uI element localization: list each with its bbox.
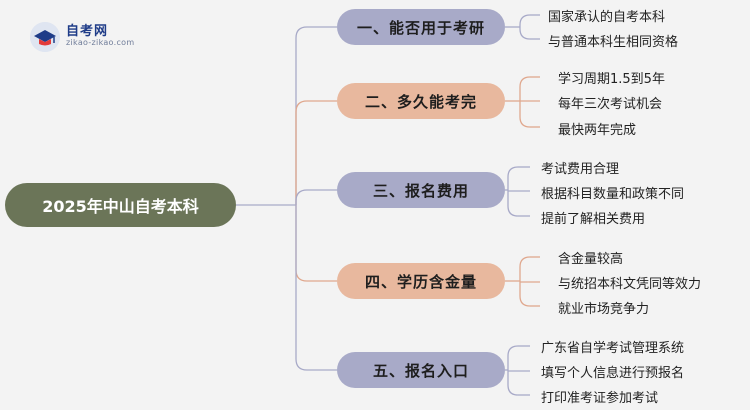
branch-node-3: 三、报名费用: [337, 172, 505, 208]
leaf-3-3: 提前了解相关费用: [541, 212, 646, 227]
trunk-line-4: [295, 205, 337, 282]
leaf-2-2: 每年三次考试机会: [558, 97, 663, 112]
leaf-2-3: 最快两年完成: [558, 123, 637, 138]
branch-node-5: 五、报名入口: [337, 352, 505, 388]
logo-title: 自考网: [66, 24, 109, 39]
leaf-4-3: 就业市场竞争力: [558, 302, 650, 317]
trunk-line-3: [295, 189, 337, 205]
leaf-5-3: 打印准考证参加考试: [541, 391, 659, 406]
branch-node-2: 二、多久能考完: [337, 83, 505, 119]
leaf-4-2: 与统招本科文凭同等效力: [558, 277, 702, 292]
leaf-bracket-2: [519, 76, 531, 128]
leaf-3-2: 根据科目数量和政策不同: [541, 187, 685, 202]
logo-subtitle: zikao-zikao.com: [66, 38, 135, 47]
leaf-1-1: 国家承认的自考本科: [548, 10, 666, 25]
root-node: 2025年中山自考本科: [5, 183, 236, 227]
trunk-line-2: [295, 100, 337, 205]
trunk-line-1: [295, 26, 337, 205]
branch-node-1: 一、能否用于考研: [337, 9, 505, 45]
site-logo[interactable]: 自考网 zikao-zikao.com: [30, 20, 140, 52]
leaf-1-2: 与普通本科生相同资格: [548, 35, 679, 50]
leaf-3-1: 考试费用合理: [541, 162, 620, 177]
leaf-4-1: 含金量较高: [558, 252, 624, 267]
leaf-5-1: 广东省自学考试管理系统: [541, 341, 685, 356]
leaf-5-2: 填写个人信息进行预报名: [541, 366, 685, 381]
trunk-line-5: [295, 205, 337, 371]
graduation-cap-icon: [30, 22, 60, 52]
branch-node-4: 四、学历含金量: [337, 263, 505, 299]
leaf-bracket-1: [519, 14, 531, 40]
leaf-2-1: 学习周期1.5到5年: [558, 72, 665, 87]
